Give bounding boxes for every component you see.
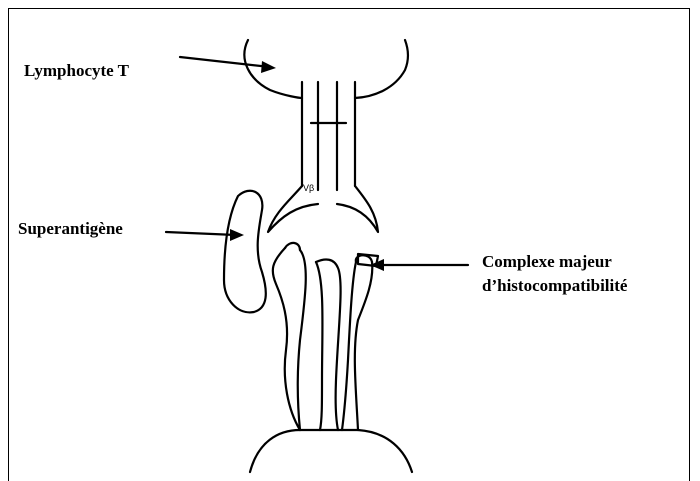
label-superantigen: Superantigène: [18, 218, 123, 239]
arrow-superantigen-line: [166, 232, 236, 235]
apc-membrane: [250, 430, 412, 472]
mhc-right-chain: [342, 262, 372, 430]
arrow-lymphocyte-head: [261, 61, 276, 73]
label-vbeta: Vβ: [303, 183, 314, 193]
mhc-left-cap: [285, 243, 300, 250]
label-cmh-line2: d’histocompatibilité: [482, 275, 627, 296]
mhc-left-chain: [273, 248, 306, 430]
arrow-superantigen-head: [230, 229, 244, 241]
label-cmh-line1: Complexe majeur: [482, 251, 612, 272]
mhc-center-right: [316, 260, 341, 430]
tcr-v-right-arm: [337, 186, 378, 232]
label-lymphocyte-t: Lymphocyte T: [24, 60, 129, 81]
superantigen-shape: [224, 191, 266, 313]
mhc-center: [316, 262, 322, 430]
arrow-lymphocyte-line: [180, 57, 270, 67]
